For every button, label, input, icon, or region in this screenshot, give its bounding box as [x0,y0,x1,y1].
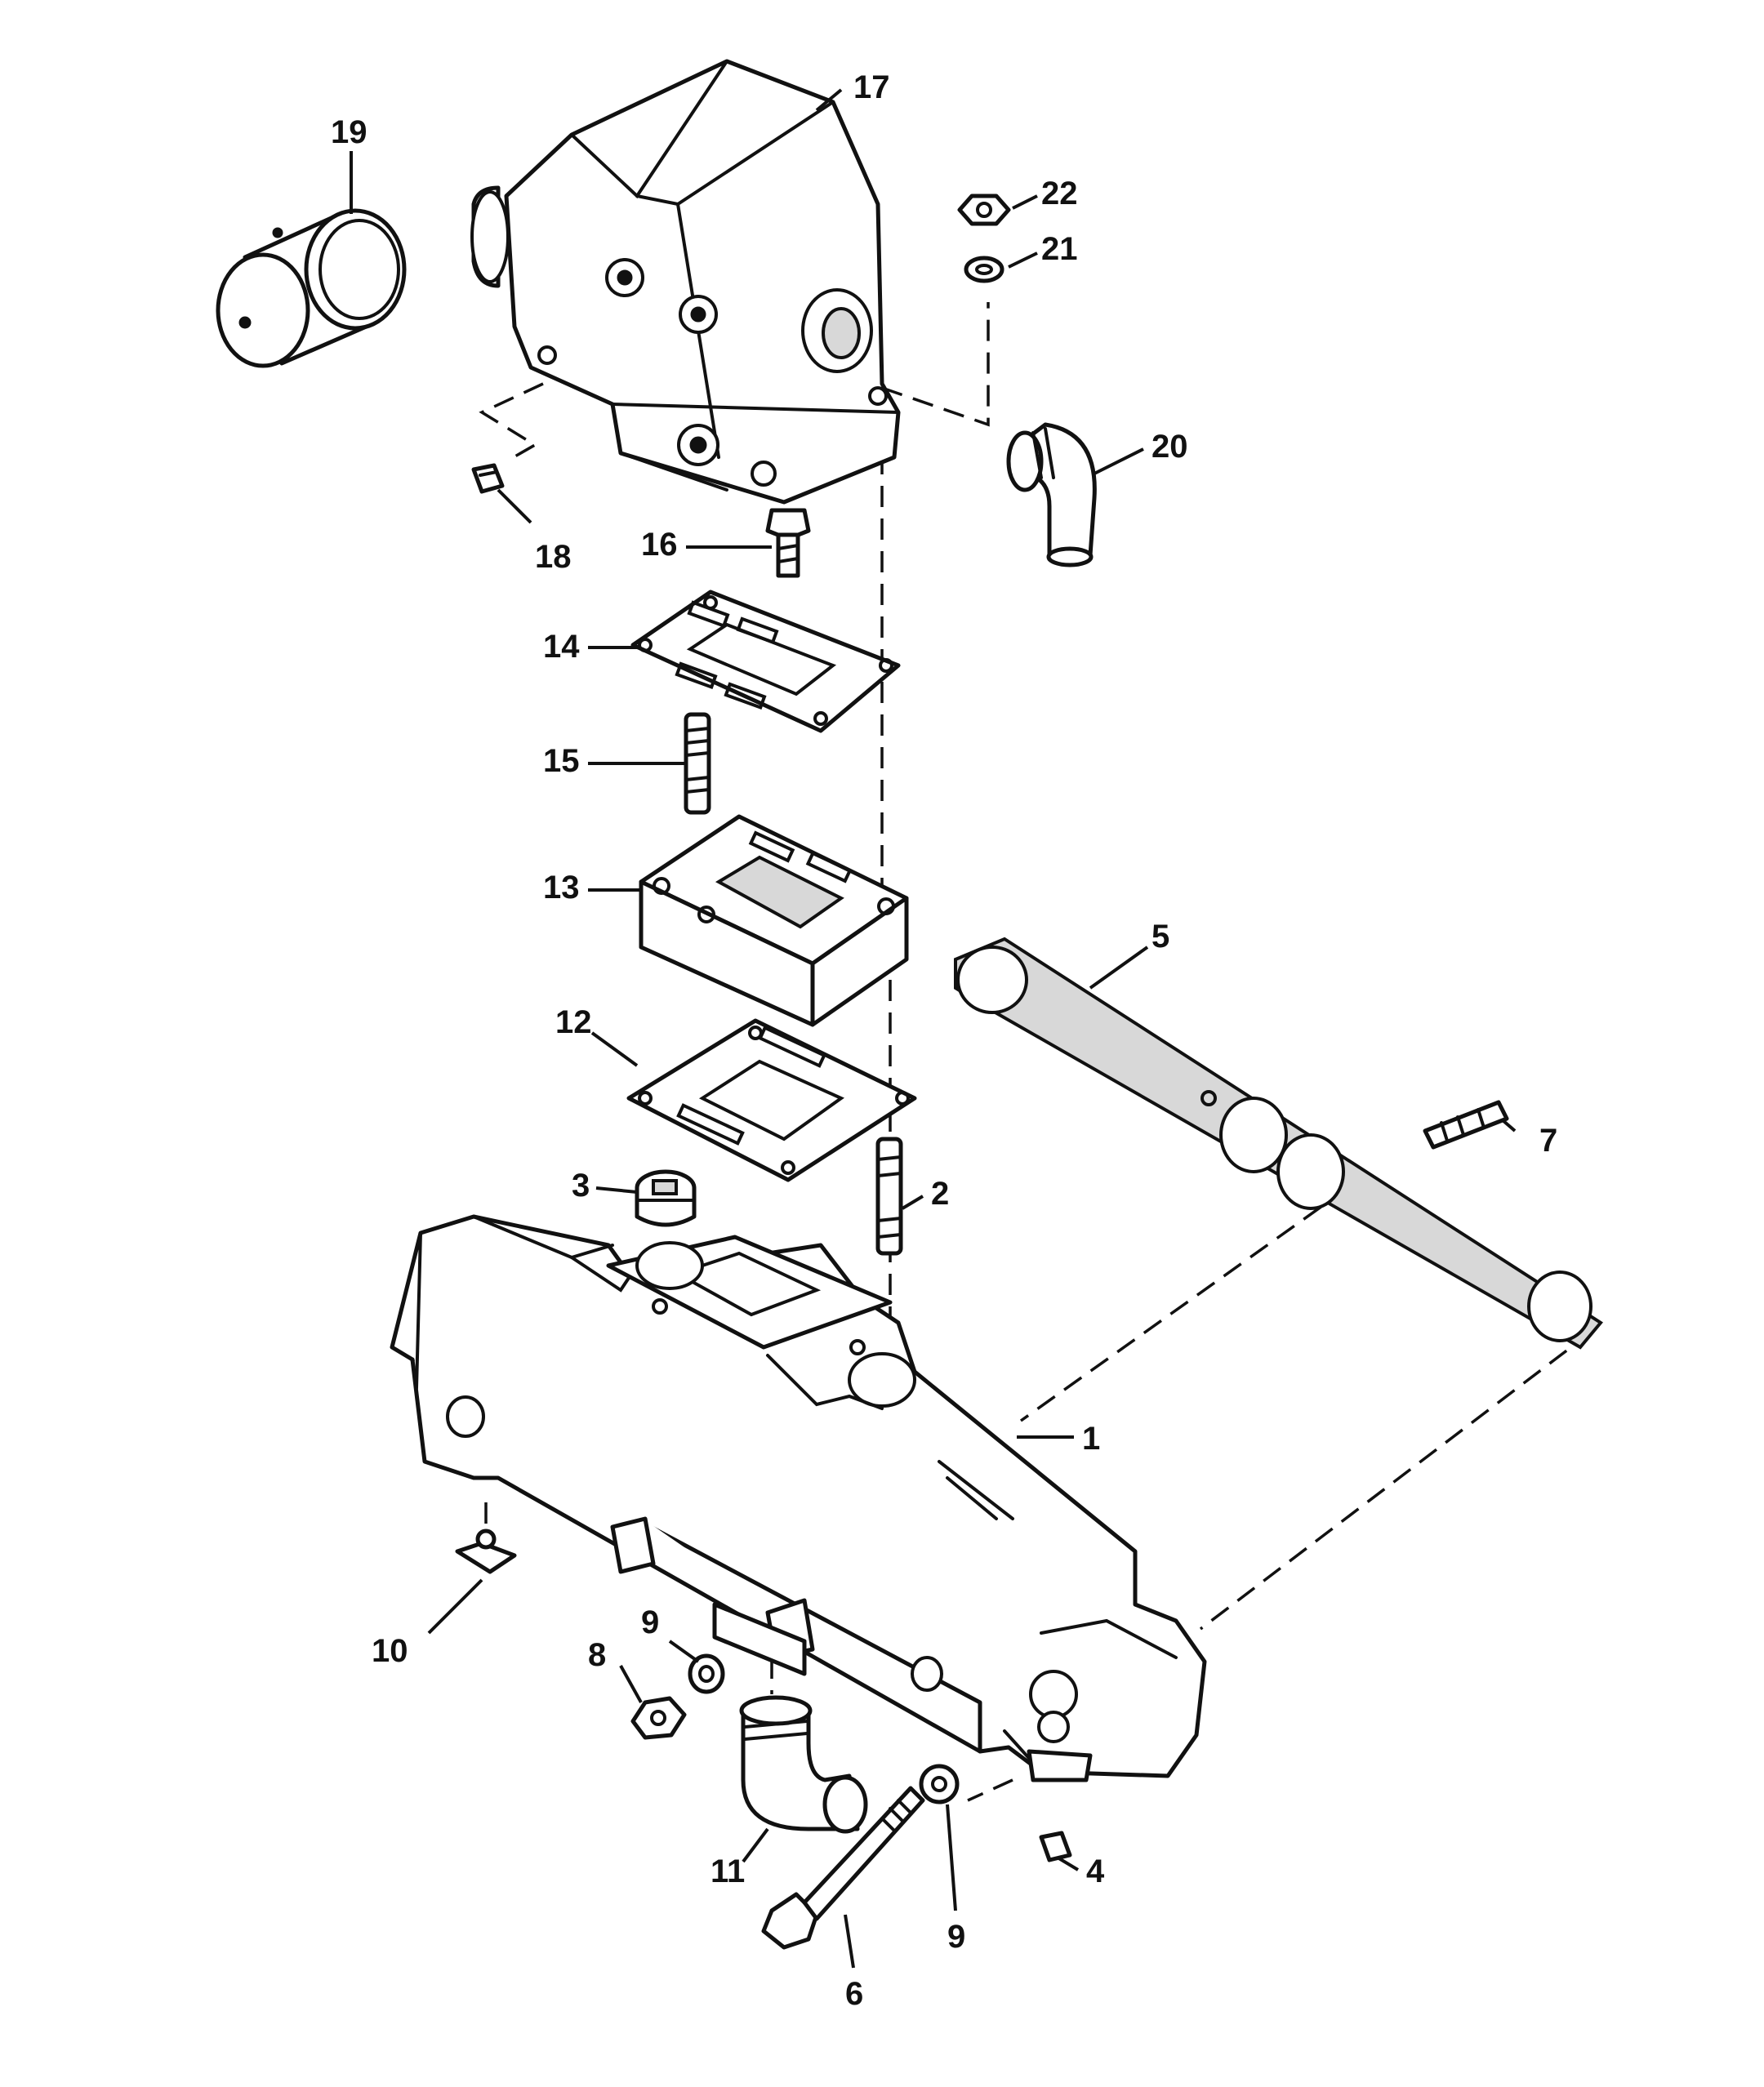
callout-8: 8 [588,1637,606,1673]
callout-21: 21 [1041,231,1078,267]
exhaust-manifold [390,1214,1207,1782]
callout-labels: 17 19 22 21 20 18 16 14 15 13 5 12 7 3 2… [331,69,1557,2012]
drain-cock [455,1529,517,1574]
callout-11: 11 [710,1853,745,1889]
exhaust-elbow [470,59,901,505]
callout-9-upper: 9 [641,1604,659,1640]
callout-17: 17 [853,69,890,105]
gasket-top [630,590,901,733]
exhaust-sleeve [216,208,407,368]
manifold-gasket [954,937,1603,1350]
callout-20: 20 [1152,429,1188,465]
callout-22: 22 [1041,176,1078,211]
callout-6: 6 [845,1976,863,2012]
callout-9-lower: 9 [947,1919,965,1955]
hose-elbow-fitting [1006,422,1097,567]
stud-gasket [1423,1100,1509,1150]
callout-18: 18 [535,539,572,575]
spacer-block [639,814,909,1027]
nut-lower [630,1696,687,1740]
bolt [765,508,811,578]
nut [957,194,1011,226]
pipe-plug-lower [1039,1831,1072,1862]
callout-15: 15 [543,743,580,779]
callout-12: 12 [555,1004,592,1040]
gasket-lower [626,1018,917,1182]
callout-7: 7 [1539,1123,1557,1159]
washer-b [919,1764,960,1804]
long-bolt [761,1786,925,1950]
stud-upper [684,712,711,815]
callout-2: 2 [931,1176,949,1212]
pipe-plug-small [471,463,505,494]
stud-lower [875,1137,903,1256]
washer-a [688,1653,725,1694]
callout-1: 1 [1082,1421,1100,1457]
callout-14: 14 [543,629,580,665]
alignment-lines [479,302,1594,1802]
callout-10: 10 [372,1633,408,1669]
leader-lines [350,88,1517,1969]
washer [964,256,1004,283]
callout-19: 19 [331,114,368,150]
callout-16: 16 [641,527,678,563]
callout-13: 13 [543,870,580,906]
callout-5: 5 [1152,919,1169,955]
callout-3: 3 [572,1168,590,1204]
elbow-fitting [739,1695,868,1834]
pipe-plug-large [635,1169,697,1227]
callout-4: 4 [1086,1853,1105,1889]
